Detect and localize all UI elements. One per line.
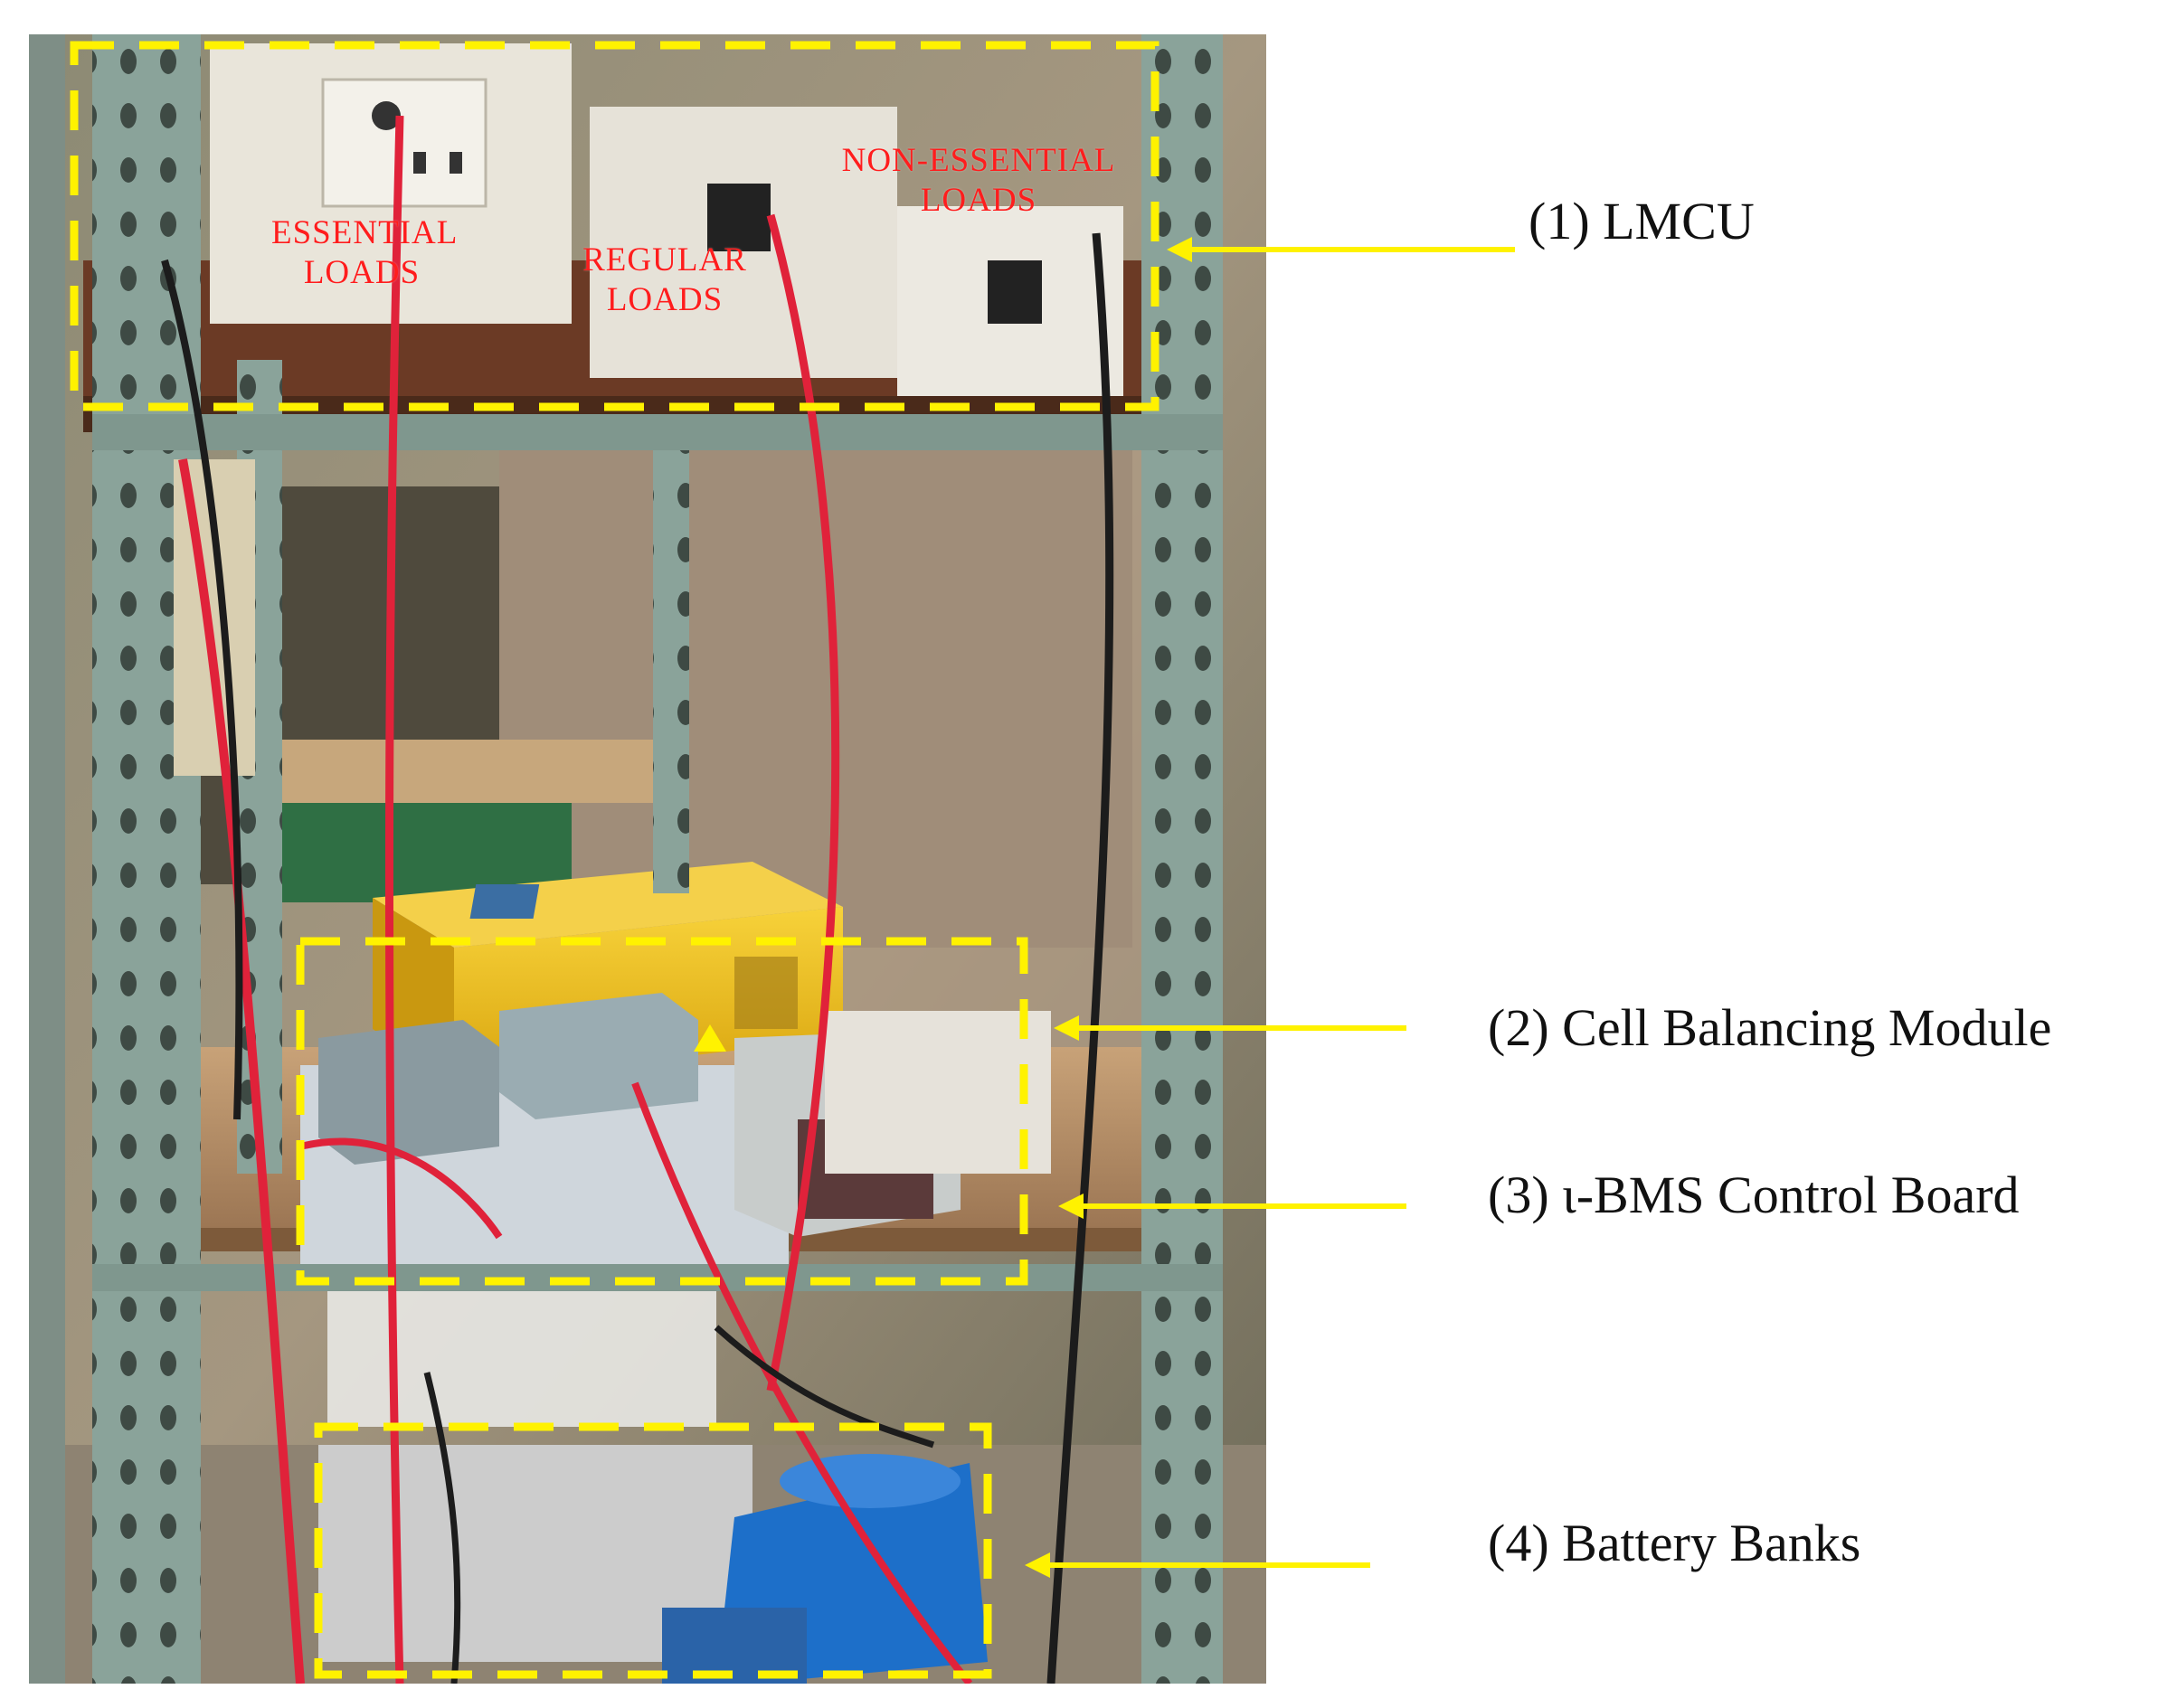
- callout-battery-banks: (4) Battery Banks: [1488, 1514, 1861, 1572]
- cardboard-box: [264, 740, 680, 803]
- grey-module-2: [499, 993, 698, 1119]
- highlight-box-lmcu: [70, 41, 1159, 411]
- red-wire-3: [178, 458, 305, 1684]
- rack-post-left-front: [92, 34, 201, 1684]
- rack-beam-bottom: [92, 1264, 1223, 1291]
- marker-triangle: [694, 1024, 726, 1052]
- middle-back-panel: [499, 441, 1132, 948]
- highlight-box-balancing: [296, 937, 1028, 1286]
- inverter-top: [373, 862, 843, 948]
- rack-post-right: [1141, 34, 1223, 1684]
- arrow-head-lmcu: [1167, 237, 1192, 262]
- white-control-box: [825, 1011, 1051, 1174]
- black-wire-1: [1046, 232, 1114, 1684]
- callout-cell-balancing-module: (2) Cell Balancing Module: [1488, 998, 2052, 1057]
- socket-hole-3: [450, 152, 462, 174]
- grey-module-1: [318, 1020, 499, 1165]
- arrow-head-battery: [1025, 1552, 1050, 1578]
- arrow-head-bms: [1058, 1194, 1084, 1219]
- socket-hole-2: [413, 152, 426, 174]
- label-regular-loads: REGULAR LOADS: [582, 241, 747, 318]
- label-essential-loads: ESSENTIAL LOADS: [271, 214, 459, 291]
- callout-lmcu: (1) LMCU: [1529, 192, 1755, 250]
- socket-plug-nonessential: [988, 260, 1042, 324]
- socket-hole-1: [372, 101, 401, 130]
- red-wire-2: [766, 213, 840, 1392]
- callout-bms-control-board: (3) ι-BMS Control Board: [1488, 1165, 2020, 1224]
- socket-plate-essential: [321, 78, 487, 208]
- equipment-photo: ESSENTIAL LOADS REGULAR LOADS NON-ESSENT…: [29, 34, 1266, 1684]
- rack-beam-top: [92, 414, 1223, 450]
- rack-post-far-left: [29, 34, 65, 1684]
- photo-drawing: [29, 34, 1266, 1684]
- rack-post-mid: [653, 423, 689, 893]
- socket-plug-regular: [707, 184, 771, 251]
- black-wire-3: [423, 1372, 461, 1684]
- black-wire-4: [714, 1325, 935, 1448]
- inverter-display: [469, 884, 540, 919]
- red-wire-5: [299, 1137, 503, 1240]
- inverter-vent: [734, 957, 798, 1029]
- red-wire-4: [631, 1081, 973, 1684]
- highlight-box-battery: [314, 1422, 992, 1679]
- arrow-head-balancing: [1054, 1015, 1079, 1041]
- red-wire-1: [384, 115, 404, 1684]
- green-cells: [246, 785, 572, 902]
- label-non-essential-loads: NON-ESSENTIAL LOADS: [841, 142, 1116, 219]
- black-wire-2: [161, 259, 243, 1120]
